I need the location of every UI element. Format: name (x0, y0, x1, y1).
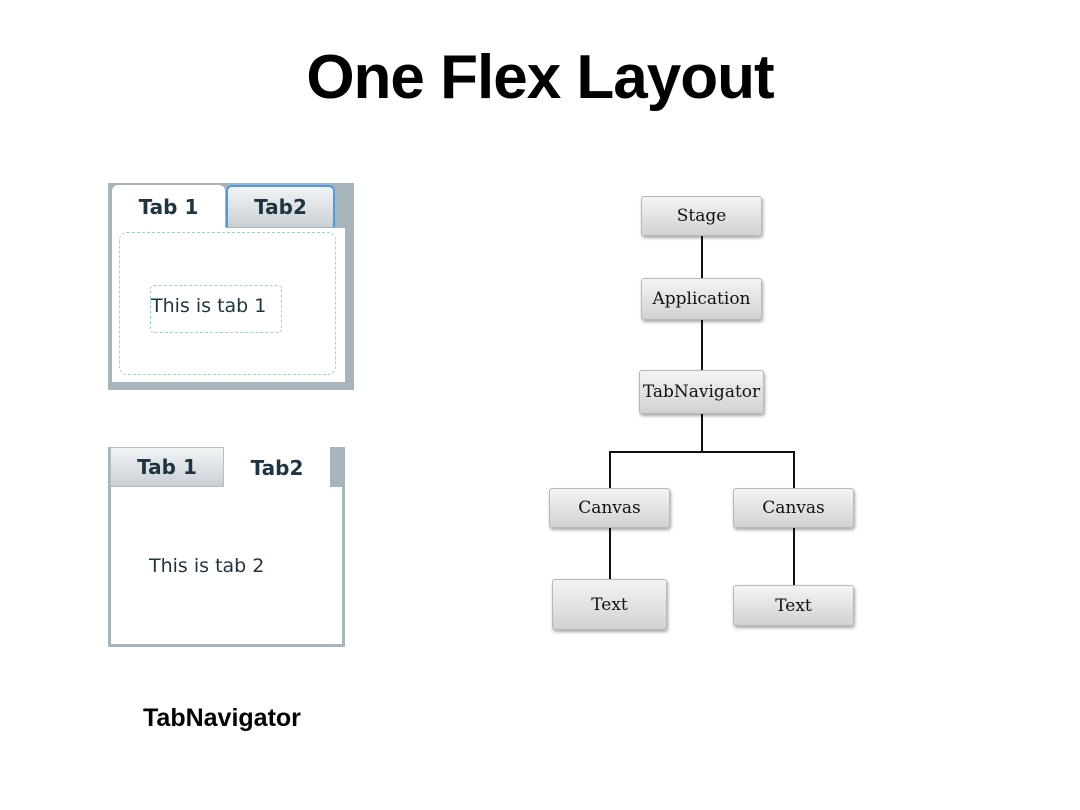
tab-1-active[interactable]: Tab 1 (112, 185, 225, 228)
tab-2[interactable]: Tab2 (226, 185, 335, 227)
connector (701, 320, 703, 370)
tab-content-panel (111, 487, 342, 644)
node-text-right: Text (733, 585, 854, 626)
node-text-left: Text (552, 579, 667, 630)
connector (609, 451, 795, 453)
tab-2-active[interactable]: Tab2 (224, 447, 330, 488)
tab-2-text: This is tab 2 (149, 555, 265, 577)
canvas-outline (119, 232, 336, 375)
node-application: Application (641, 278, 762, 320)
tab-1-text: This is tab 1 (151, 295, 267, 317)
node-stage: Stage (641, 196, 762, 236)
tab-1[interactable]: Tab 1 (110, 447, 224, 487)
node-tabnavigator: TabNavigator (639, 370, 764, 414)
connector (793, 528, 795, 585)
connector (609, 451, 611, 488)
connector (701, 236, 703, 278)
node-canvas-right: Canvas (733, 488, 854, 528)
connector (609, 528, 611, 579)
connector (793, 451, 795, 488)
caption: TabNavigator (143, 704, 301, 732)
text-outline (150, 285, 282, 333)
slide-title: One Flex Layout (306, 43, 774, 112)
node-canvas-left: Canvas (549, 488, 670, 528)
connector (701, 414, 703, 452)
